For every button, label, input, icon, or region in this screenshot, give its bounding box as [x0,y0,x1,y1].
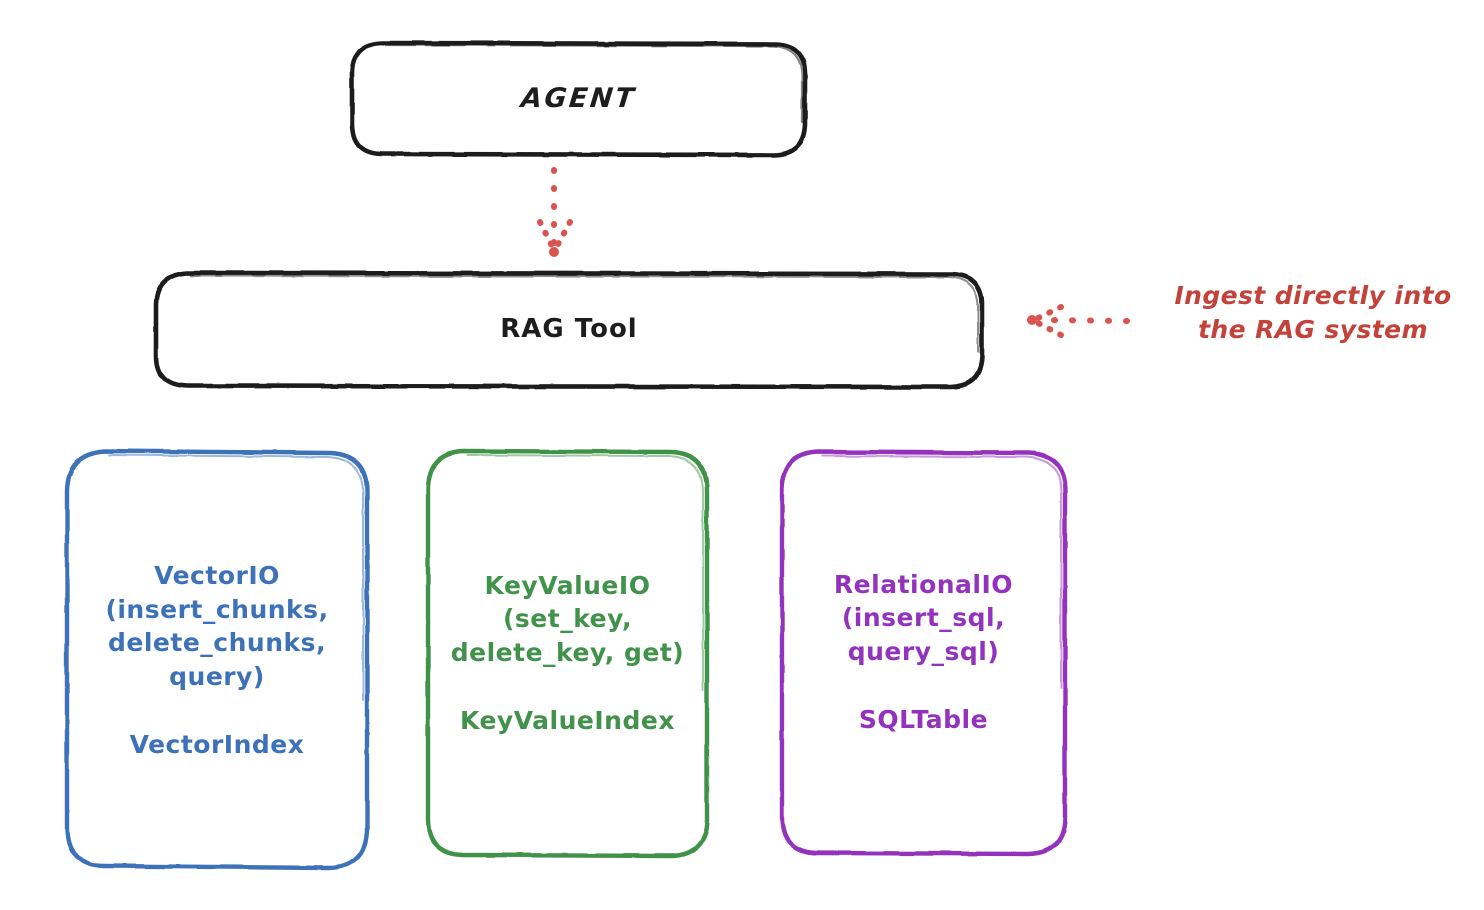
vector-io-node-label: VectorIO (insert_chunks, delete_chunks, … [105,560,329,759]
ingest-annotation-text: Ingest directly into the RAG system [1174,281,1452,344]
key-value-io-node[interactable]: KeyValueIO (set_key, delete_key, get) Ke… [427,450,708,856]
relational-io-node[interactable]: RelationalIO (insert_sql, query_sql) SQL… [781,450,1066,854]
ingest-to-rag-arrow [1027,304,1130,338]
key-value-io-node-label: KeyValueIO (set_key, delete_key, get) Ke… [450,570,685,735]
agent-to-rag-arrow [537,167,573,257]
agent-node[interactable]: AGENT [352,42,806,156]
rag-tool-node-label: RAG Tool [500,314,638,345]
rag-tool-node[interactable]: RAG Tool [155,272,983,388]
vector-io-node[interactable]: VectorIO (insert_chunks, delete_chunks, … [66,450,368,870]
agent-node-label: AGENT [519,82,639,114]
relational-io-node-label: RelationalIO (insert_sql, query_sql) SQL… [833,569,1014,734]
